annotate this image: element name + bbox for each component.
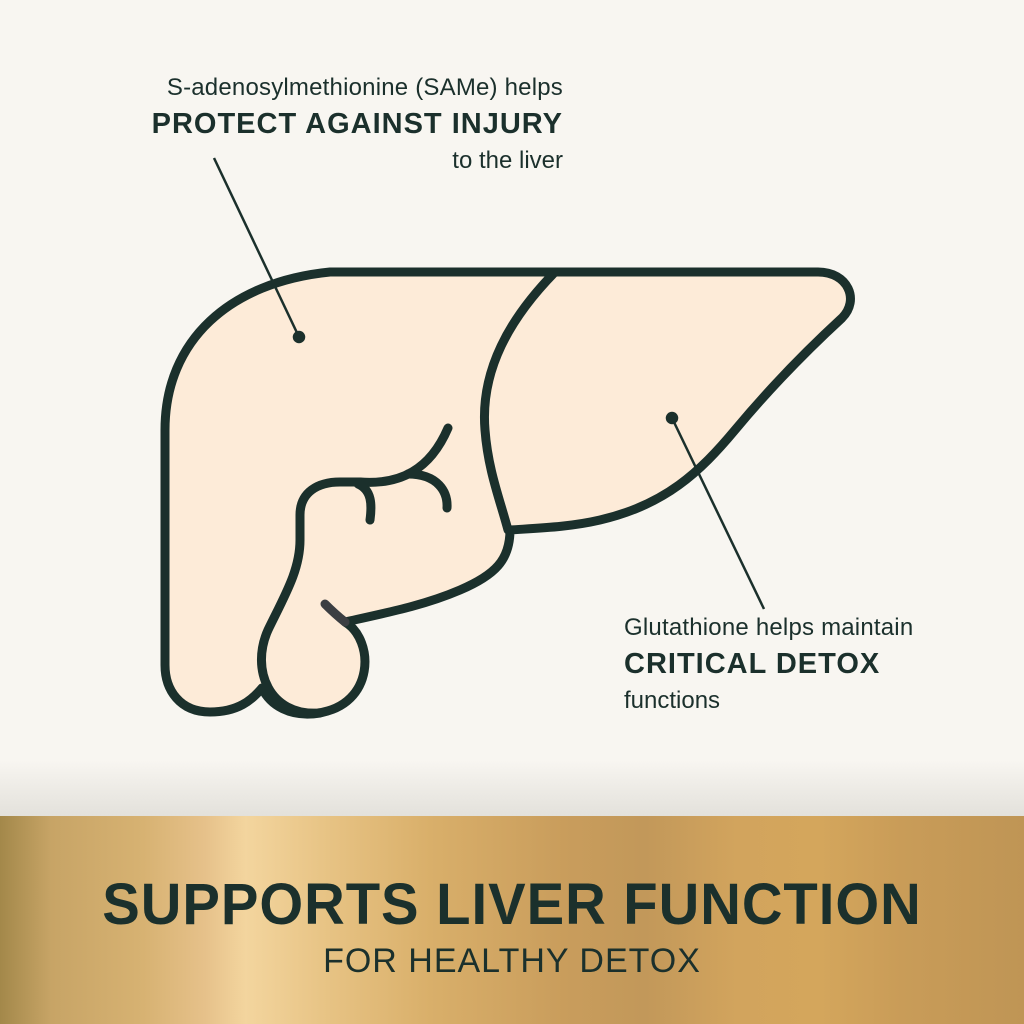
callout-same-lead: S-adenosylmethionine (SAMe) helps <box>166 74 563 101</box>
banner-headline: SUPPORTS LIVER FUNCTION <box>102 872 922 937</box>
callout-same-emphasis: PROTECT AGAINST INJURY <box>151 107 563 140</box>
callout-glutathione: Glutathione helps maintain CRITICAL DETO… <box>624 614 913 715</box>
callout-glutathione-emphasis: CRITICAL DETOX <box>624 647 881 680</box>
callout-leaders <box>212 157 766 610</box>
callout-glutathione-tail: functions <box>624 686 721 714</box>
callout-same: S-adenosylmethionine (SAMe) helps PROTEC… <box>152 74 563 175</box>
liver-icon <box>160 267 855 719</box>
gold-banner: SUPPORTS LIVER FUNCTION FOR HEALTHY DETO… <box>0 816 1024 1024</box>
liver-illustration <box>160 157 855 719</box>
banner-subheadline: FOR HEALTHY DETOX <box>323 942 701 980</box>
callout-same-tail: to the liver <box>452 146 563 174</box>
callout-glutathione-lead: Glutathione helps maintain <box>624 614 914 641</box>
banner-shadow <box>0 760 1024 816</box>
